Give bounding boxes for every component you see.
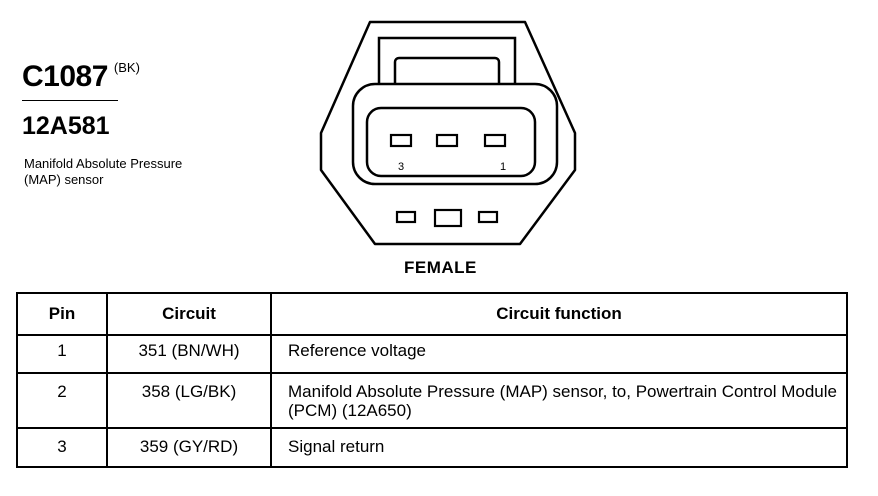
connector-gender-label: FEMALE	[404, 258, 477, 277]
cell-circuit: 358 (LG/BK)	[106, 372, 272, 429]
header-pin: Pin	[16, 292, 108, 336]
cell-function: Manifold Absolute Pressure (MAP) sensor,…	[270, 372, 848, 429]
terminal-1	[483, 133, 507, 148]
connector-description: Manifold Absolute Pressure (MAP) sensor	[24, 156, 183, 187]
cell-function: Signal return	[270, 427, 848, 468]
locking-latch	[377, 36, 517, 90]
table-header-row: Pin Circuit Circuit function	[16, 292, 848, 336]
connector-id: C1087 (BK)	[22, 60, 140, 94]
part-number: 12A581	[22, 112, 110, 140]
connector-color: (BK)	[113, 60, 140, 75]
cell-circuit: 359 (GY/RD)	[106, 427, 272, 468]
connector-code: C1087	[22, 60, 108, 93]
pin-label-1: 1	[500, 161, 506, 173]
cell-pin: 2	[16, 372, 108, 429]
header-circuit-function: Circuit function	[270, 292, 848, 336]
table-row: 2 358 (LG/BK) Manifold Absolute Pressure…	[16, 372, 848, 429]
table-row: 3 359 (GY/RD) Signal return	[16, 427, 848, 468]
connector-face-diagram: 3 1	[319, 20, 577, 246]
terminal-2	[435, 133, 459, 148]
table-row: 1 351 (BN/WH) Reference voltage	[16, 334, 848, 374]
pin-label-3: 3	[398, 161, 404, 173]
key-slot-left	[395, 210, 417, 224]
key-slot-center	[433, 208, 463, 228]
cell-pin: 1	[16, 334, 108, 374]
header-circuit: Circuit	[106, 292, 272, 336]
cell-pin: 3	[16, 427, 108, 468]
title-divider	[22, 100, 118, 101]
terminal-3	[389, 133, 413, 148]
pinout-table: Pin Circuit Circuit function 1 351 (BN/W…	[16, 292, 848, 468]
key-slot-right	[477, 210, 499, 224]
cell-circuit: 351 (BN/WH)	[106, 334, 272, 374]
cell-function: Reference voltage	[270, 334, 848, 374]
